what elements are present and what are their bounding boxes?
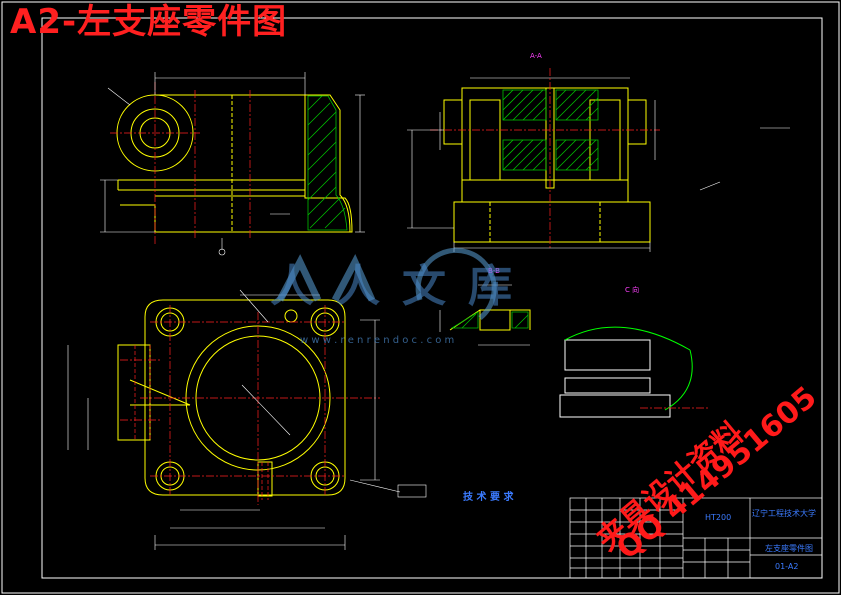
drawing-title: A2-左支座零件图 — [10, 2, 288, 42]
title-block-drawing-no: 01-A2 — [775, 562, 799, 571]
view-c — [559, 326, 693, 418]
section-aa-dimensions — [407, 100, 790, 252]
front-centerlines — [110, 82, 251, 244]
title-block-part-name: 左支座零件图 — [765, 544, 813, 553]
front-hatch — [307, 95, 348, 231]
watermark-logo — [276, 247, 497, 320]
front-dimensions — [100, 72, 365, 256]
inner-border — [41, 17, 823, 579]
top-view-centerlines — [120, 305, 380, 505]
section-aa-view — [443, 77, 651, 243]
title-block — [569, 497, 823, 579]
top-view-dimensions — [67, 289, 427, 550]
tech-requirements-title: 技 术 要 求 — [463, 492, 514, 503]
title-block-school: 辽宁工程技术大学 — [752, 509, 816, 518]
title-block-material: HT200 — [705, 513, 732, 522]
view-c-label: C 向 — [625, 286, 640, 294]
watermark-url: w w w . r e n r e n d o c . c o m — [300, 335, 455, 346]
section-aa-label: A-A — [530, 52, 542, 60]
watermark-brand: 人人文库 — [270, 261, 534, 312]
section-bb-hatch — [450, 311, 529, 329]
front-view — [116, 94, 353, 233]
section-aa-centerlines — [430, 68, 660, 248]
section-bb-label: B-B — [488, 267, 500, 275]
section-aa-hatch — [502, 89, 599, 171]
